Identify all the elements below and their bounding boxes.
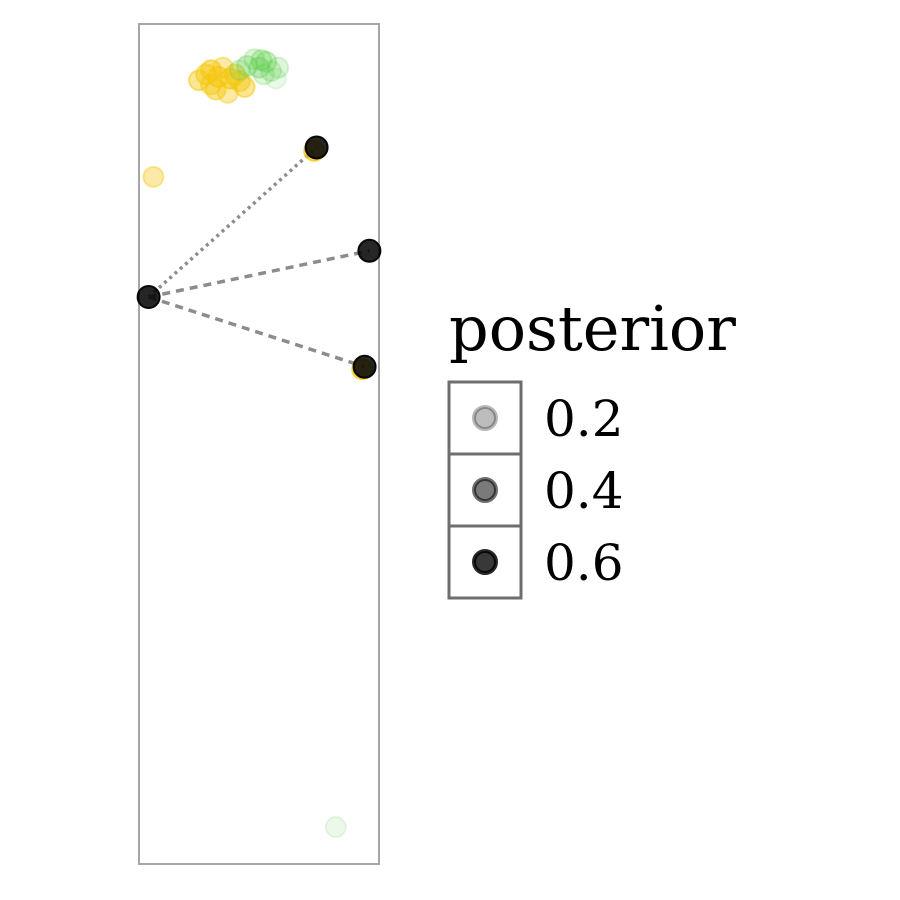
data-point — [324, 816, 347, 839]
legend-label: 0.6 — [544, 534, 624, 592]
data-point — [243, 48, 266, 71]
data-point — [304, 135, 329, 160]
link-line-1 — [147, 146, 318, 299]
legend-key-symbol — [472, 549, 498, 575]
data-point — [250, 49, 273, 72]
data-point — [260, 60, 282, 83]
data-point — [255, 50, 278, 73]
data-point — [352, 354, 377, 379]
legend-key-symbol — [472, 477, 498, 503]
legend-key-symbol — [472, 405, 498, 431]
link-line-3 — [148, 295, 366, 369]
data-points — [136, 48, 382, 839]
data-point — [248, 56, 270, 79]
data-point — [264, 67, 287, 90]
data-point — [224, 63, 246, 86]
legend-keys: 0.2 0.4 0.6 — [447, 380, 624, 600]
data-point — [252, 63, 275, 86]
data-point — [136, 285, 161, 309]
link-line-2 — [148, 249, 370, 299]
data-point — [142, 165, 165, 188]
data-point — [267, 56, 290, 79]
legend-label: 0.4 — [544, 462, 624, 520]
data-point — [188, 69, 210, 92]
link-lines — [147, 146, 370, 369]
data-point — [228, 59, 251, 82]
legend: posterior 0.2 0.4 0.6 — [447, 292, 736, 600]
data-point — [212, 56, 234, 79]
legend-title: posterior — [449, 292, 736, 365]
legend-key-box — [447, 452, 523, 528]
data-point — [357, 238, 382, 263]
plot-panel — [138, 23, 380, 865]
legend-label: 0.2 — [544, 390, 624, 448]
data-point — [236, 55, 258, 77]
data-point — [204, 78, 227, 101]
